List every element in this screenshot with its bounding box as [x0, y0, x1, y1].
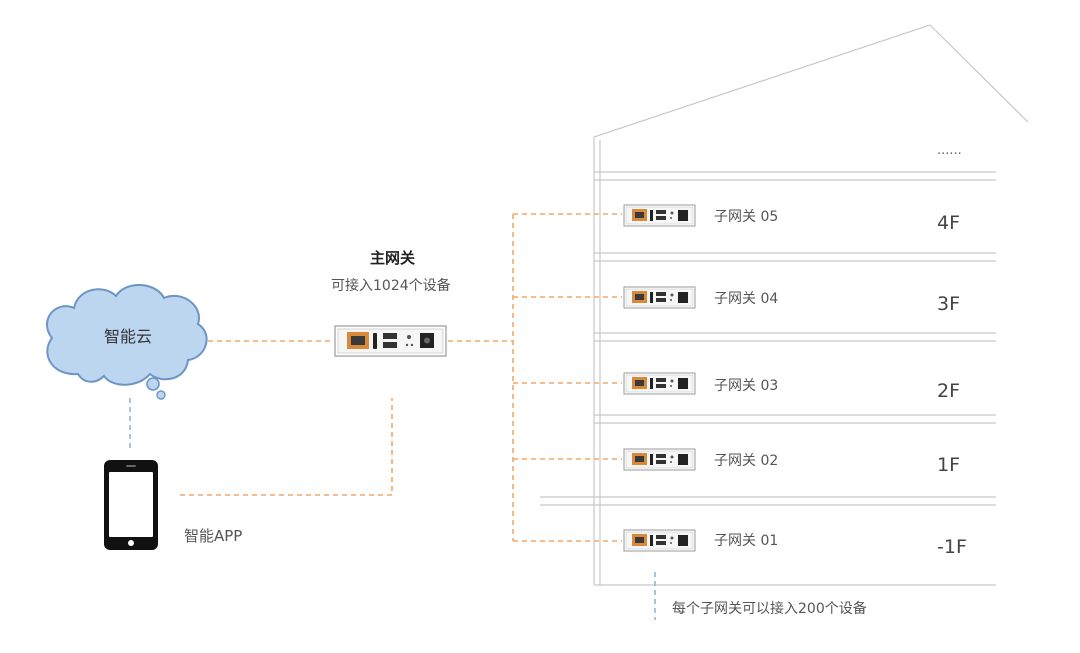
sub-gateway-capacity-note: 每个子网关可以接入200个设备: [672, 601, 867, 617]
sub-gateway-label-03: 子网关 03: [714, 378, 779, 394]
sub-gateway-device-01: [623, 529, 696, 552]
floor-label-b1f: -1F: [937, 536, 967, 558]
floor-label-2f: 2F: [937, 380, 961, 402]
building-top-ellipsis: ......: [937, 143, 962, 158]
sub-gateway-device-02: [623, 448, 696, 471]
sub-gateway-device-04: [623, 286, 696, 309]
floor-label-3f: 3F: [937, 293, 961, 315]
cloud-icon: [46, 283, 208, 400]
sub-gateway-label-02: 子网关 02: [714, 453, 779, 469]
cloud-label: 智能云: [104, 327, 153, 346]
app-gateway-link: [180, 398, 393, 496]
floor-label-4f: 4F: [937, 212, 961, 234]
smartphone-icon: [104, 460, 158, 550]
app-label: 智能APP: [184, 527, 243, 545]
building-outline: [540, 24, 1029, 586]
link-lines: [129, 213, 656, 620]
sub-gateway-device-05: [623, 204, 696, 227]
main-gateway-device: [334, 325, 447, 357]
main-gateway-title: 主网关: [370, 249, 416, 267]
sub-gateway-label-01: 子网关 01: [714, 533, 779, 549]
sub-gateway-device-03: [623, 372, 696, 395]
main-gateway-subtitle: 可接入1024个设备: [331, 278, 451, 294]
sub-gateway-label-05: 子网关 05: [714, 209, 779, 225]
floor-label-1f: 1F: [937, 454, 961, 476]
building-roof: [593, 24, 1029, 585]
sub-gateway-label-04: 子网关 04: [714, 291, 779, 307]
